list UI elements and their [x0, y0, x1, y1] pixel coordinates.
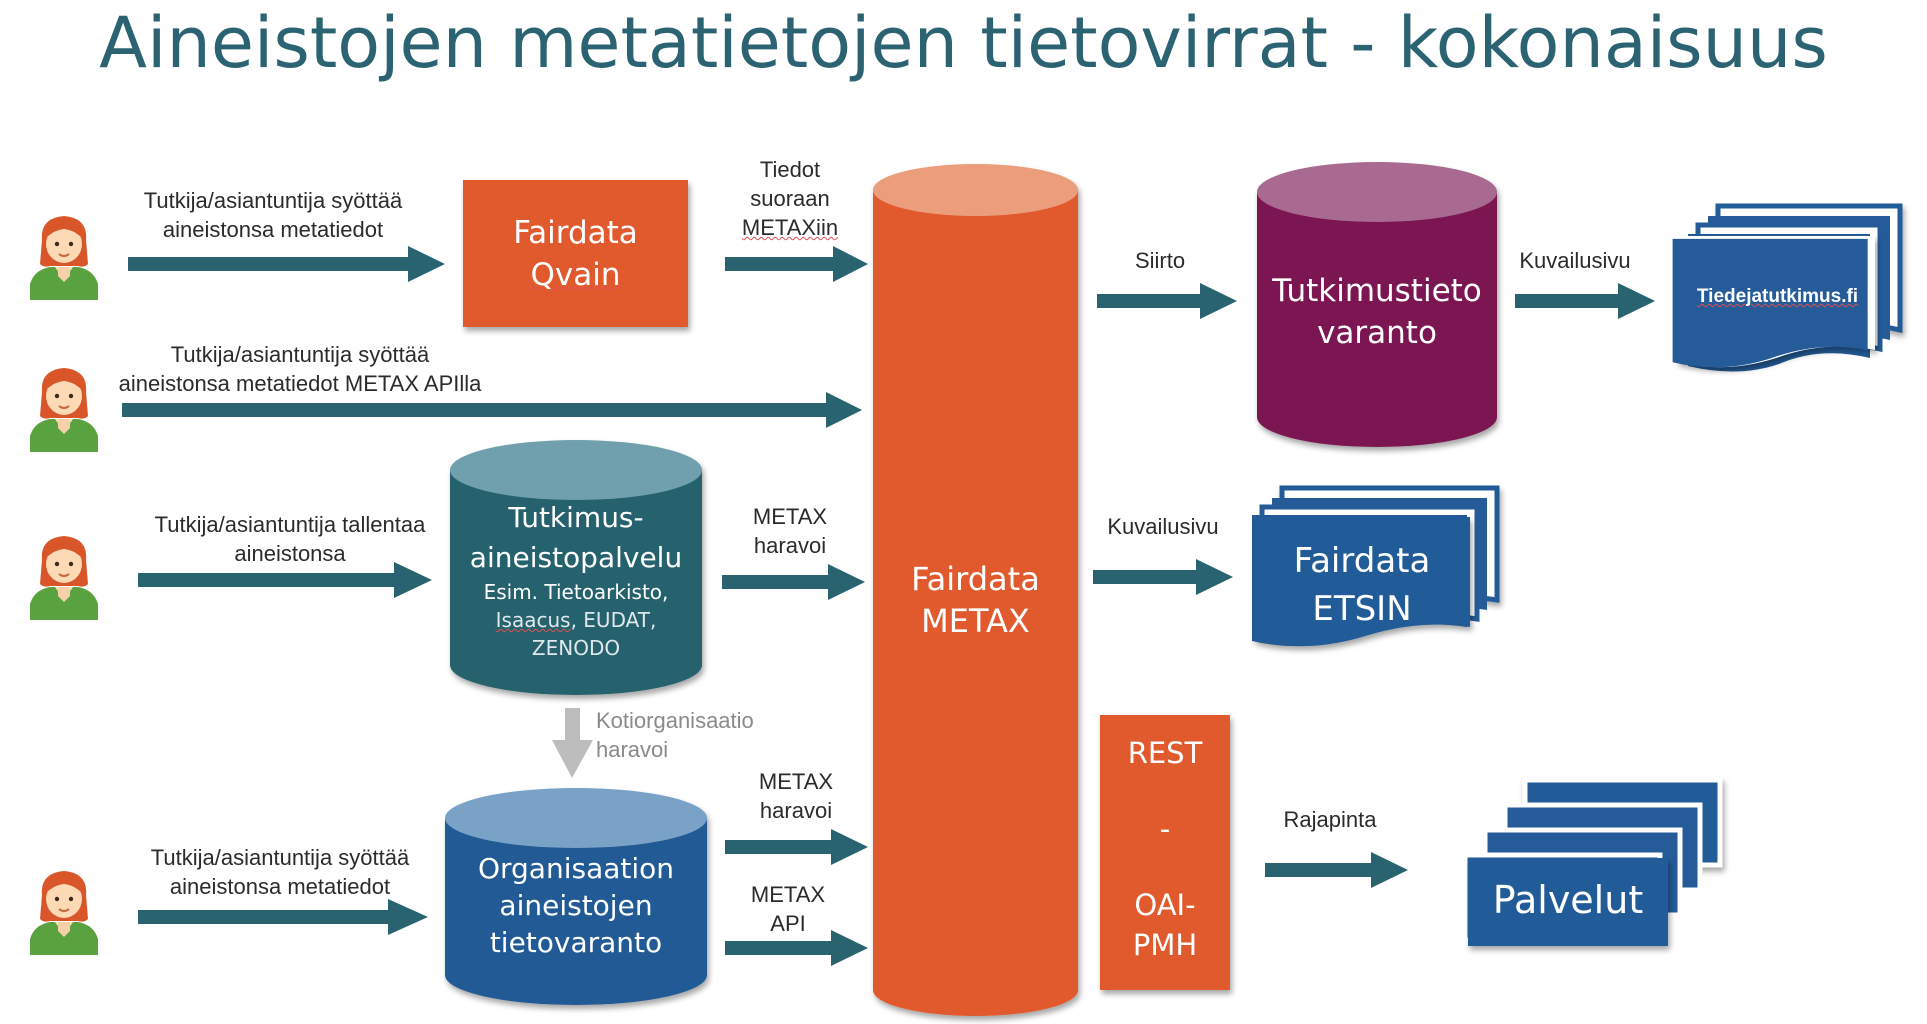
- tiedejatutkimus-label: Tiedejatutkimus.fi: [1696, 286, 1859, 307]
- label-rajapinta: Rajapinta: [1283, 807, 1377, 832]
- page-title: Aineistojen metatietojen tietovirrat - k…: [99, 2, 1828, 84]
- arrow-row4-to-org: [138, 899, 428, 935]
- arrow-org-to-metax-harvest: [725, 829, 868, 865]
- person-icon: [29, 535, 99, 620]
- arrow-metax-to-etsin: [1093, 559, 1233, 595]
- arrow-qvain-to-metax: [725, 246, 868, 282]
- data-service-examples: Esim. Tietoarkisto, Isaacus, EUDAT, ZENO…: [483, 580, 669, 660]
- arrow-org-to-metax-api: [725, 930, 868, 966]
- palvelut-doc-stack: [1462, 777, 1723, 946]
- research-repository-cylinder: [1257, 162, 1497, 447]
- tiedejatutkimus-doc-stack: [1672, 203, 1903, 372]
- etsin-doc-stack: [1252, 485, 1500, 647]
- data-service-cylinder: [450, 440, 702, 695]
- rest-oai-label: REST-OAI-PMH: [1127, 736, 1203, 962]
- arrow-rest-to-palvelut: [1265, 852, 1408, 888]
- arrow-api-to-metax: [122, 392, 862, 428]
- arrow-row3-to-service: [138, 562, 432, 598]
- org-repository-cylinder: [445, 788, 707, 1005]
- arrow-row1-to-qvain: [128, 246, 445, 282]
- arrow-home-org-harvest: [552, 708, 593, 778]
- person-icon: [29, 870, 99, 955]
- rest-oai-box: [1100, 715, 1230, 990]
- metax-cylinder: [873, 164, 1078, 1016]
- person-icon: [29, 215, 99, 300]
- qvain-box: [463, 180, 688, 327]
- label-siirto: Siirto: [1134, 248, 1186, 273]
- label-kuvailusivu-2: Kuvailusivu: [1107, 514, 1219, 539]
- data-service-title: Tutkimus-aineistopalvelu: [469, 501, 683, 574]
- arrow-metax-to-repository: [1097, 283, 1237, 319]
- person-icon: [29, 367, 99, 452]
- label-kuvailusivu-1: Kuvailusivu: [1519, 248, 1631, 273]
- arrow-repository-to-tiedejatutkimus: [1515, 283, 1655, 319]
- arrow-service-to-metax: [722, 564, 865, 600]
- palvelut-label: Palvelut: [1492, 878, 1644, 922]
